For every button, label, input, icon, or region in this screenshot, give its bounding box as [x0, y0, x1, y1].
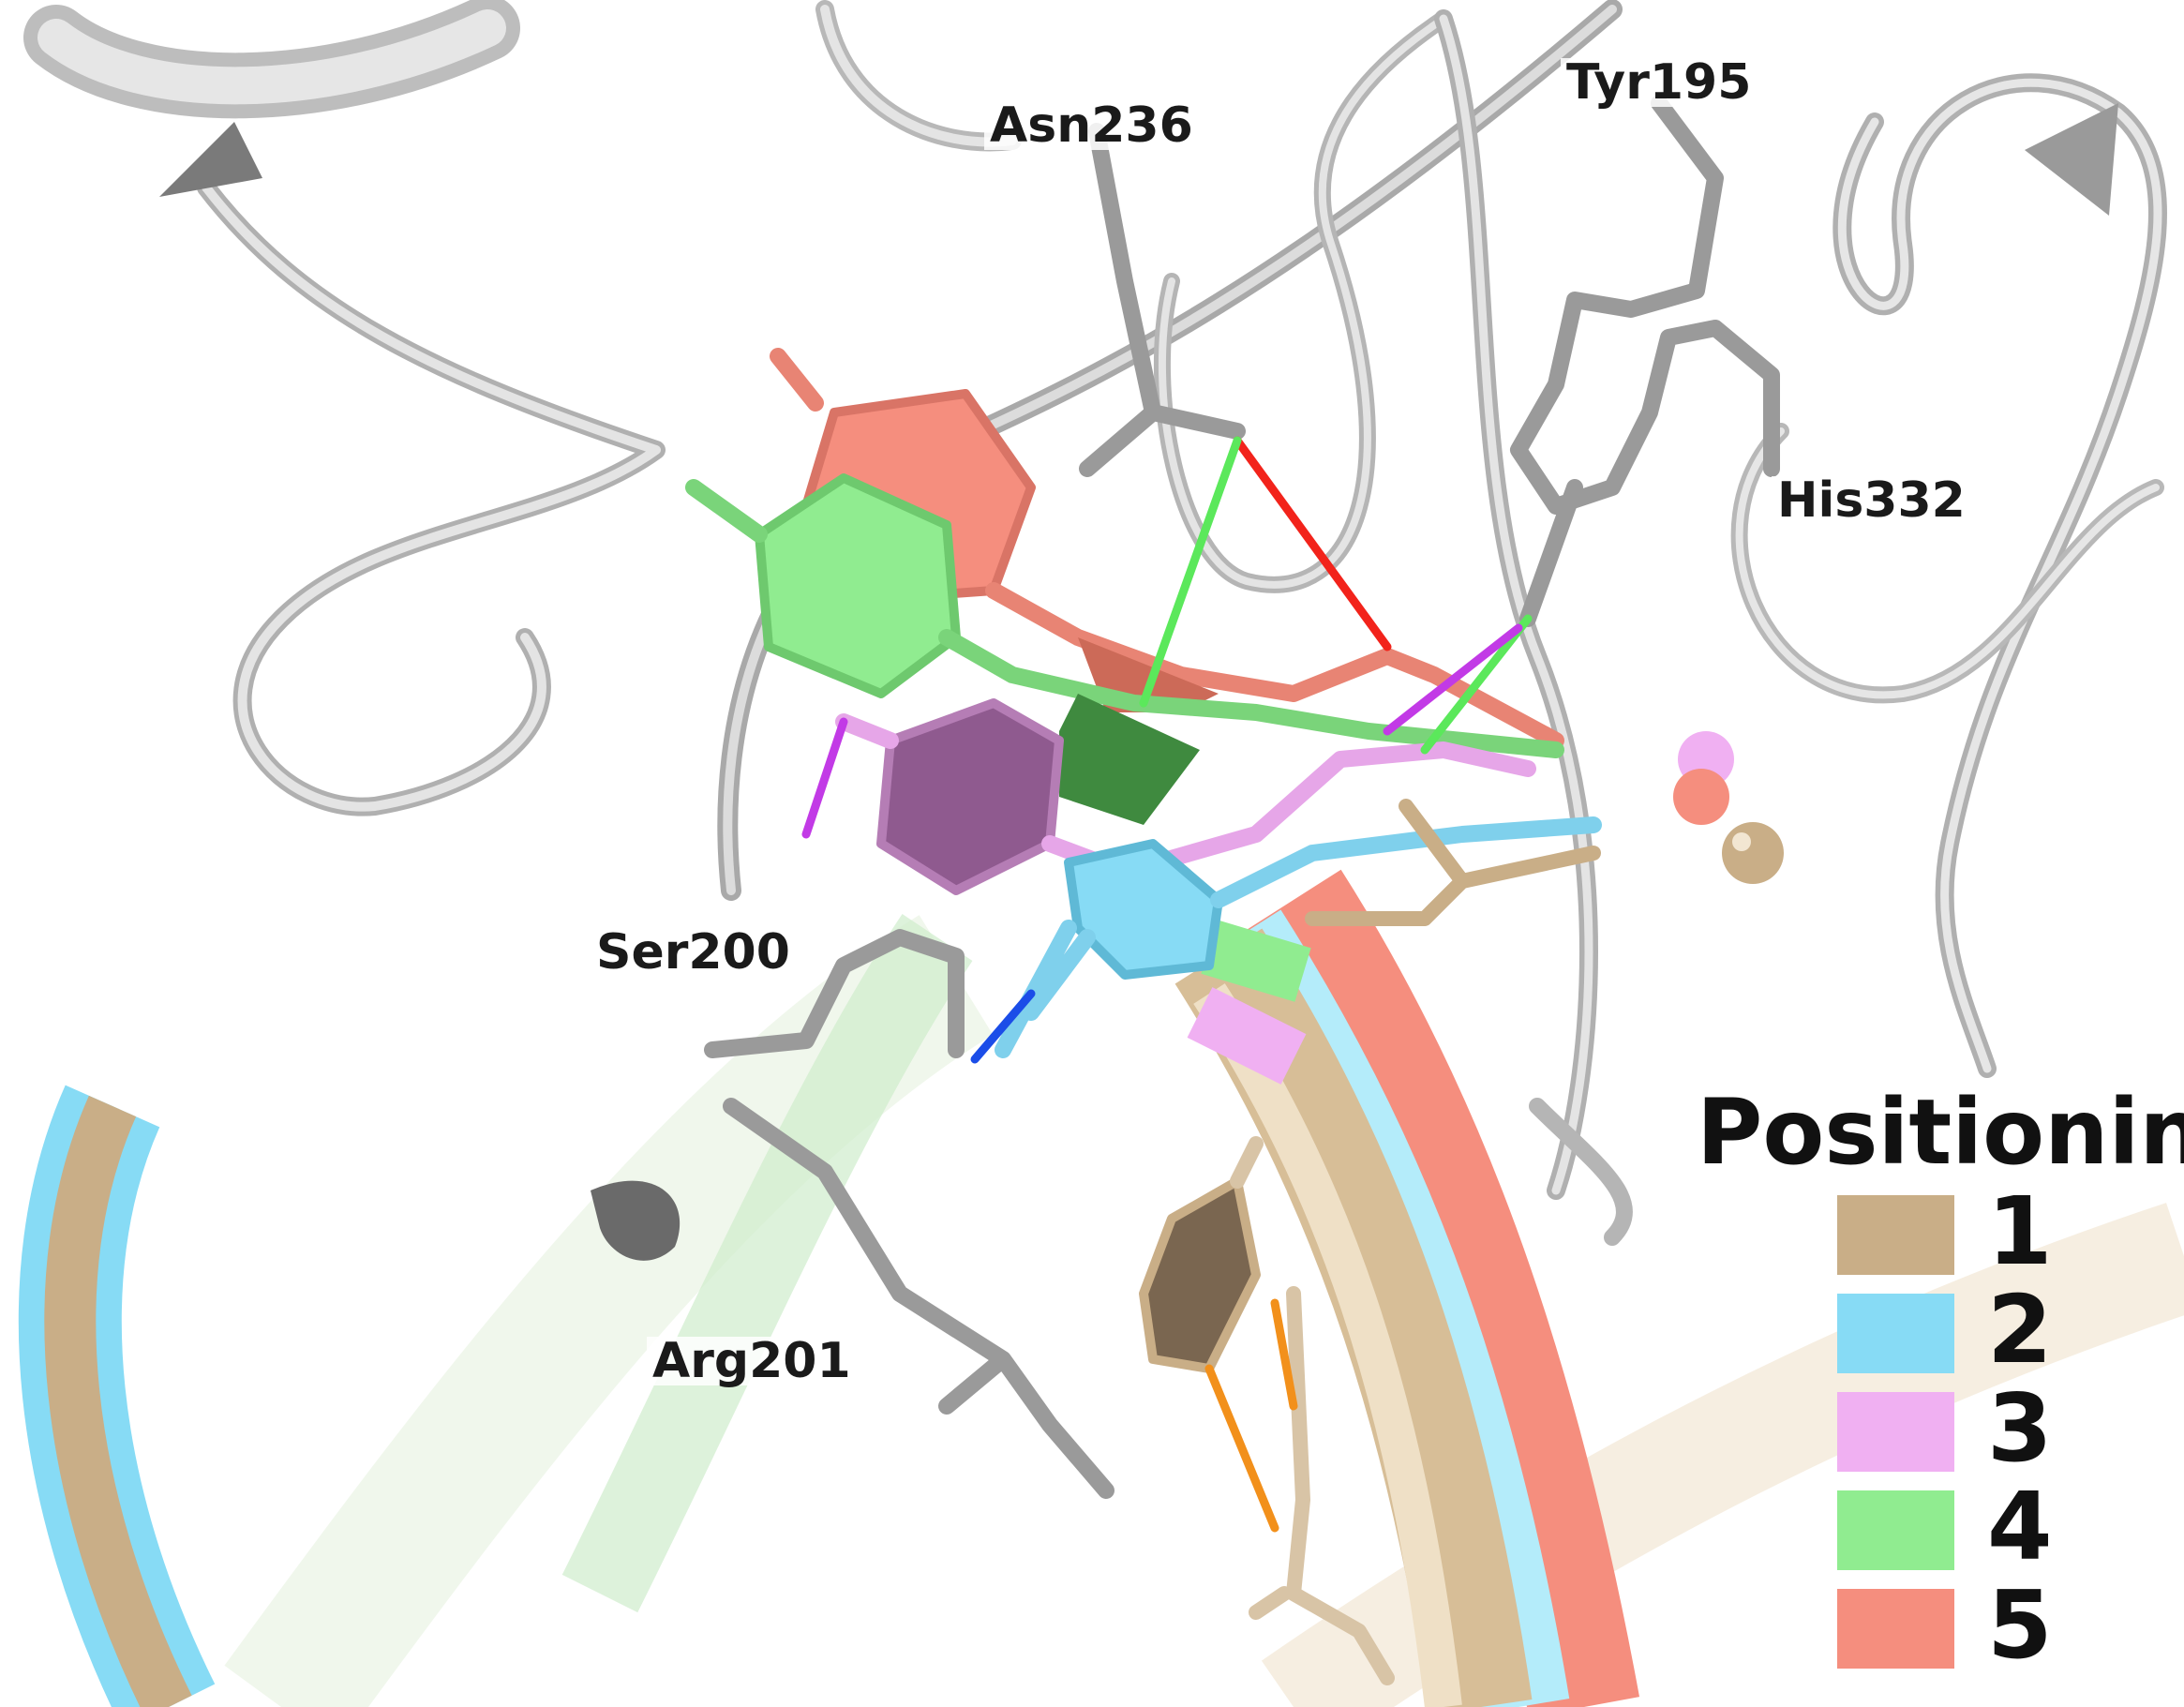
- legend-label: 3: [1987, 1373, 2053, 1483]
- label-his332: His332: [1772, 476, 1971, 525]
- strand-main-red: [1246, 869, 1640, 1707]
- helix-stub-lower-left: [591, 1180, 681, 1261]
- legend-swatch: [1837, 1589, 1954, 1669]
- beta-strands: [18, 869, 2184, 1707]
- legend-label: 4: [1987, 1472, 2053, 1581]
- ser200-stick: [704, 929, 965, 1058]
- loop-lower-right: [1529, 1098, 1633, 1246]
- label-ser200: Ser200: [591, 928, 796, 977]
- loop-upper-left: [197, 178, 666, 816]
- positioning-legend: Positioning 1 2 3 4 5: [1678, 1069, 2184, 1687]
- tyr195-stick: [1510, 95, 1780, 627]
- legend-swatch: [1837, 1294, 1954, 1373]
- residue-sticks: [704, 95, 1780, 1499]
- legend-label: 2: [1987, 1275, 2053, 1385]
- asn236-stick: [1079, 123, 1246, 477]
- hbond-blue: [970, 989, 1036, 1064]
- hbond-green-1: [1139, 436, 1242, 708]
- label-tyr195: Tyr195: [1561, 58, 1758, 107]
- legend-swatch: [1837, 1392, 1954, 1472]
- legend-swatch: [1837, 1490, 1954, 1570]
- label-asn236: Asn236: [984, 101, 1199, 150]
- legend-item: 4: [1837, 1480, 2137, 1575]
- pose-1-ring: [1139, 1176, 1261, 1373]
- ligand-poses: [685, 348, 1602, 1685]
- strand-faint-green: [561, 914, 973, 1613]
- pose-3-ring: [876, 698, 1064, 895]
- strand-pink-patch: [1187, 987, 1307, 1085]
- legend-title: Positioning: [1697, 1080, 2184, 1185]
- legend-label: 5: [1987, 1570, 2053, 1680]
- arrow-top-left: [159, 122, 262, 197]
- legend-item: 3: [1837, 1382, 2137, 1476]
- legend-item: 2: [1837, 1283, 2137, 1378]
- pi-stack-orange: [1204, 1298, 1298, 1533]
- pose-2-ring: [1064, 839, 1223, 980]
- hbond-red: [1233, 436, 1392, 651]
- hbond-magenta-1: [1383, 623, 1523, 736]
- ion-red: [1673, 769, 1729, 825]
- arrow-top-right: [2025, 103, 2118, 216]
- legend-item: 1: [1837, 1185, 2137, 1280]
- label-arg201: Arg201: [647, 1337, 857, 1385]
- legend-label: 1: [1987, 1176, 2053, 1286]
- ions: [1673, 731, 1784, 884]
- ion-tan: [1722, 822, 1784, 884]
- protein-ribbons: [23, 0, 2167, 1246]
- strand-green-patch: [1201, 920, 1311, 1002]
- interaction-lines: [801, 436, 1533, 1533]
- hbond-magenta-2: [801, 717, 848, 839]
- hbond-green-2: [1420, 614, 1533, 755]
- legend-item: 5: [1837, 1579, 2137, 1673]
- arg201-stick: [723, 1098, 1114, 1499]
- legend-swatch: [1837, 1195, 1954, 1275]
- loop-far-right: [1832, 73, 2167, 1078]
